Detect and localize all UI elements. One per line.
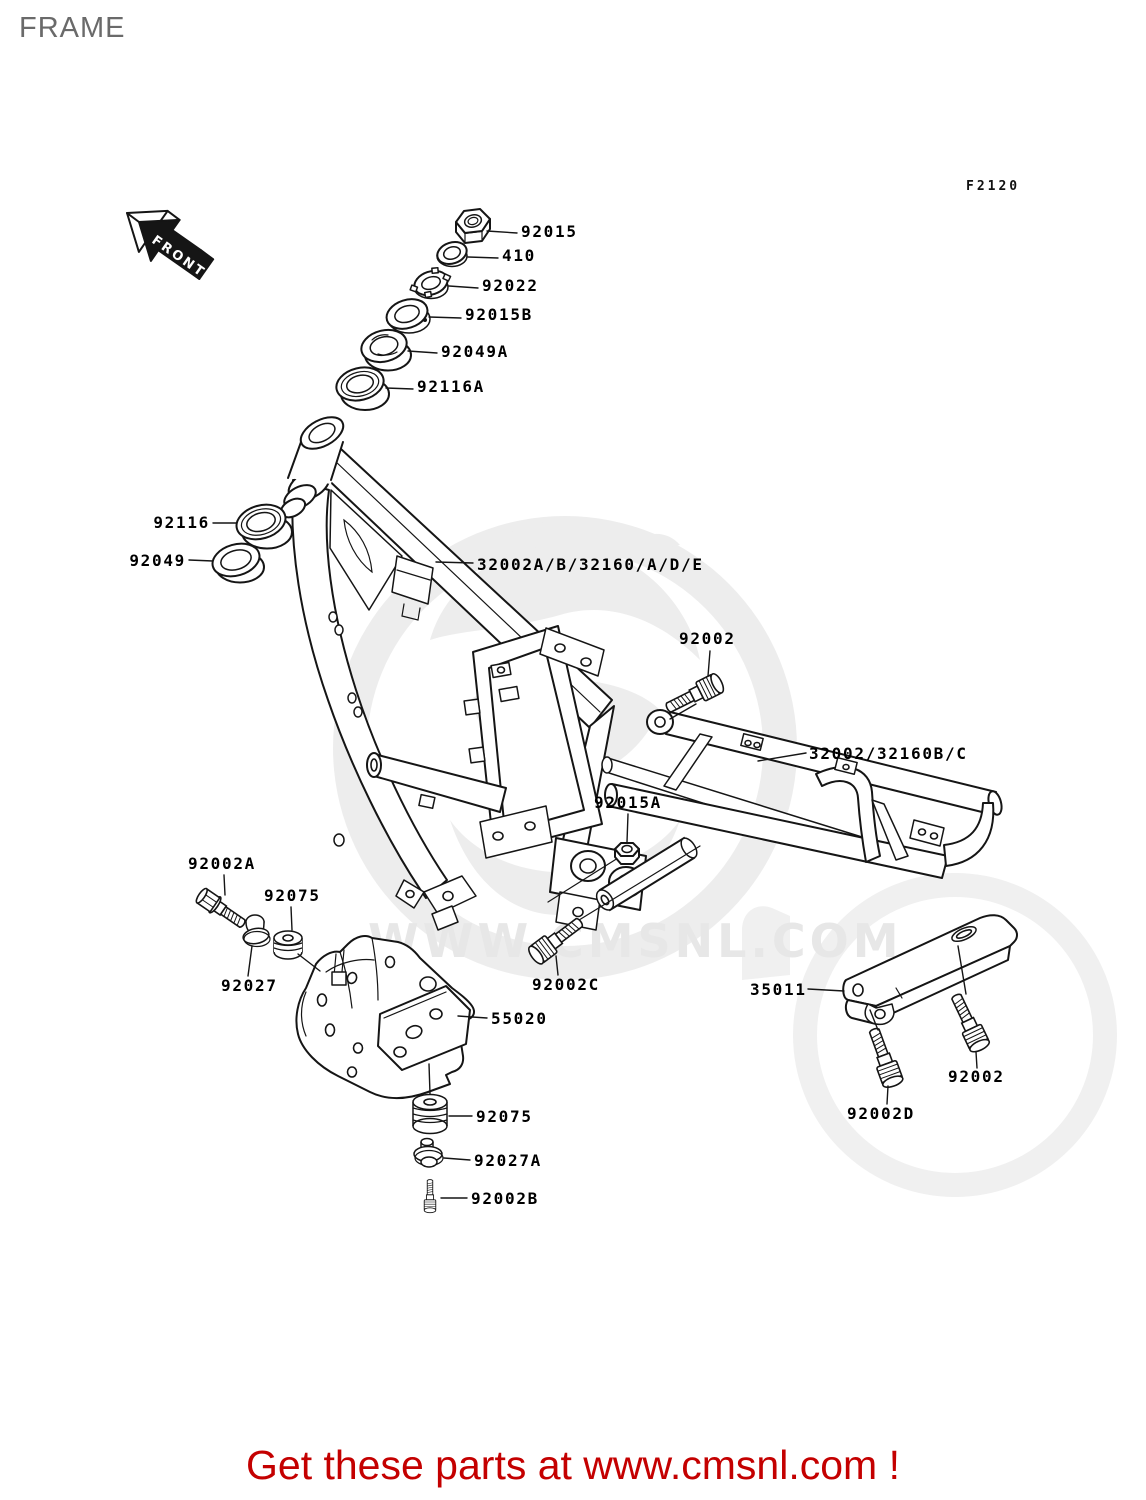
lower-frame-rail: [366, 752, 507, 813]
part-label-92116a: 92116A: [417, 377, 485, 396]
part-92116a-seal: [335, 366, 390, 411]
head-tube: [279, 416, 345, 519]
part-92116-bearing: [235, 503, 293, 550]
part-92022-locknut: [409, 266, 452, 300]
front-down-tube: [291, 479, 448, 899]
part-35011-bracket: [842, 914, 1018, 1026]
part-92049-seal: [211, 542, 265, 584]
part-92075-grommet-upper: [273, 930, 303, 960]
part-label-92027a: 92027A: [474, 1151, 542, 1170]
part-label-32002a: 32002A/B/32160/A/D/E: [477, 555, 704, 574]
front-direction-arrow: FRONT: [126, 209, 215, 281]
part-label-92002c: 92002C: [532, 975, 600, 994]
part-label-35011: 35011: [750, 980, 807, 999]
part-label-92075-upper: 92075: [264, 886, 321, 905]
part-label-92015a: 92015A: [594, 793, 662, 812]
part-label-410: 410: [502, 246, 536, 265]
part-92049a-bearing: [360, 328, 412, 372]
part-92002d-bolt: [863, 1024, 906, 1091]
part-label-92049a: 92049A: [441, 342, 509, 361]
part-label-32002: 32002/32160B/C: [809, 744, 968, 763]
part-label-92022: 92022: [482, 276, 539, 295]
part-92027-washer-cap: [242, 914, 271, 948]
part-92002-bolt-right: [945, 989, 992, 1056]
leader-lines: [188, 230, 978, 1199]
cmsnl-footer-banner[interactable]: Get these parts at www.cmsnl.com !: [246, 1442, 900, 1488]
rear-subframe: [601, 709, 1003, 879]
engine-cradle-loop: [463, 625, 605, 859]
part-label-92002-right: 92002: [948, 1067, 1005, 1086]
part-92027a-washer: [413, 1137, 444, 1168]
part-label-92002-top: 92002: [679, 629, 736, 648]
part-92002b-bolt: [423, 1179, 437, 1214]
part-label-92015: 92015: [521, 222, 578, 241]
part-label-92002b: 92002B: [471, 1189, 539, 1208]
page-title: FRAME: [19, 12, 126, 44]
figure-code: F2120: [966, 179, 1020, 194]
frame-main-drawing: [279, 416, 701, 931]
part-number-labels: 92015 410 92022 92015B 92049A 92116A 921…: [129, 222, 1005, 1208]
part-92002a-bolt: [193, 885, 250, 934]
engine-guard-mounts: [395, 875, 477, 931]
part-92015a-nut: [614, 842, 640, 865]
part-92015b-bearing-race: [385, 298, 431, 334]
part-label-92002d: 92002D: [847, 1104, 915, 1123]
part-label-92049: 92049: [129, 551, 186, 570]
part-92015-steering-stem-nut: [455, 208, 491, 244]
part-label-92075-lower: 92075: [476, 1107, 533, 1126]
part-label-55020: 55020: [491, 1009, 548, 1028]
part-label-92027: 92027: [221, 976, 278, 995]
part-label-92015b: 92015B: [465, 305, 533, 324]
part-label-92116: 92116: [153, 513, 210, 532]
part-55020-skid-plate: [295, 935, 475, 1099]
part-92075-grommet-lower: [412, 1093, 448, 1135]
part-410-washer: [436, 240, 468, 268]
part-label-92002a: 92002A: [188, 854, 256, 873]
